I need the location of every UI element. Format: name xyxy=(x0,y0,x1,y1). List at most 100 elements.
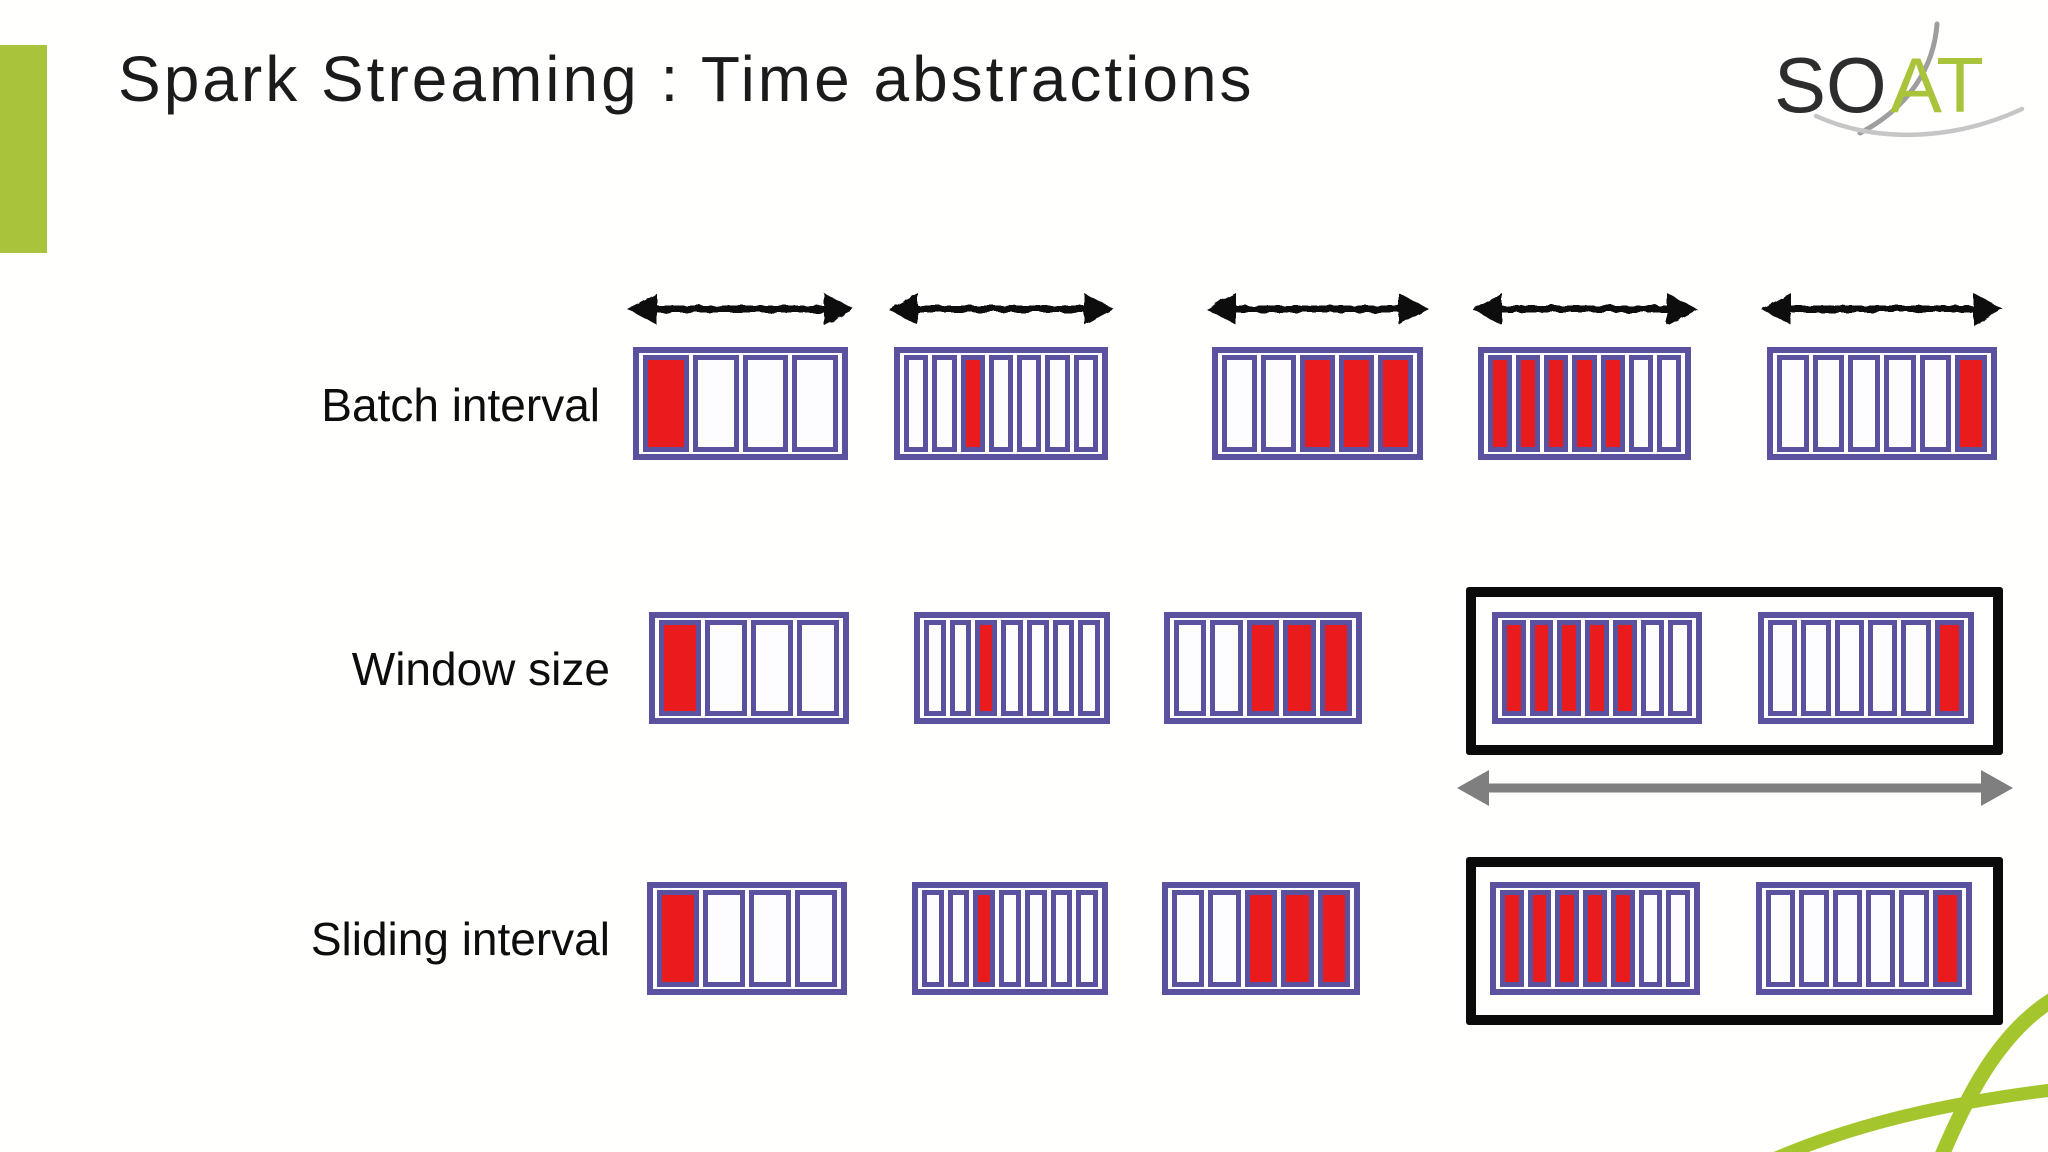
logo-text-at: AT xyxy=(1890,41,1984,129)
batch-cell-filled xyxy=(657,890,699,987)
batch-cell-filled xyxy=(975,620,998,716)
batch-group-row0-g1 xyxy=(633,347,848,460)
batch-cell-empty xyxy=(1261,355,1296,452)
batch-group-row2-g4 xyxy=(1490,882,1700,995)
batch-cell-filled xyxy=(643,355,689,452)
batch-interval-span-arrow xyxy=(888,293,1114,325)
batch-cell-filled xyxy=(1932,890,1962,987)
batch-cell-empty xyxy=(703,890,745,987)
batch-cell-filled xyxy=(1955,355,1988,452)
batch-cell-filled xyxy=(1319,620,1353,716)
batch-cell-filled xyxy=(1246,620,1280,716)
logo-curve-slash xyxy=(1857,21,1940,136)
batch-cell-empty xyxy=(1656,355,1681,452)
batch-cell-empty xyxy=(1834,620,1864,716)
batch-cell-empty xyxy=(742,355,789,452)
batch-cell-empty xyxy=(1884,355,1916,452)
batch-cell-empty xyxy=(1001,620,1023,716)
batch-cell-filled xyxy=(1488,355,1513,452)
batch-cell-empty xyxy=(1052,620,1075,716)
batch-cell-filled xyxy=(1585,620,1609,716)
batch-interval-span-arrow xyxy=(1761,293,2003,325)
batch-cell-filled xyxy=(1500,890,1524,987)
batch-cell-empty xyxy=(1848,355,1881,452)
batch-cell-empty xyxy=(1777,355,1809,452)
batch-cell-filled xyxy=(960,355,985,452)
corner-swoosh-shallow-curve xyxy=(1773,1083,2048,1152)
batch-cell-empty xyxy=(795,890,837,987)
batch-cell-empty xyxy=(988,355,1014,452)
batch-cell-empty xyxy=(1073,355,1098,452)
batch-cell-empty xyxy=(1174,620,1207,716)
batch-group-row1-g1 xyxy=(649,612,849,724)
batch-cell-filled xyxy=(973,890,996,987)
window-span-arrow-gray xyxy=(1457,770,2013,806)
batch-cell-filled xyxy=(1502,620,1526,716)
batch-cell-empty xyxy=(1078,620,1101,716)
batch-group-row0-g4 xyxy=(1478,347,1691,460)
logo-text-so: SO xyxy=(1774,41,1887,129)
batch-cell-filled xyxy=(1600,355,1625,452)
soat-logo-graphic: SO AT xyxy=(1774,21,2025,138)
batch-cell-empty xyxy=(1901,620,1931,716)
soat-logo: SO AT xyxy=(1750,10,2048,160)
batch-cell-filled xyxy=(1516,355,1541,452)
batch-cell-empty xyxy=(1919,355,1952,452)
batch-cell-empty xyxy=(1222,355,1257,452)
batch-group-row1-g4 xyxy=(1492,612,1702,724)
row-label-window-size: Window size xyxy=(351,643,610,695)
batch-cell-empty xyxy=(749,890,791,987)
batch-cell-empty xyxy=(1050,890,1073,987)
batch-cell-empty xyxy=(751,620,793,716)
batch-cell-empty xyxy=(1865,890,1896,987)
batch-cell-empty xyxy=(924,620,946,716)
batch-group-row1-g5 xyxy=(1758,612,1974,724)
batch-cell-filled xyxy=(1934,620,1964,716)
corner-swoosh xyxy=(1773,993,2048,1152)
batch-group-row2-g5 xyxy=(1756,882,1972,995)
batch-cell-filled xyxy=(1300,355,1335,452)
batch-cell-empty xyxy=(1210,620,1243,716)
row-label-batch-interval: Batch interval xyxy=(321,379,600,431)
batch-cell-filled xyxy=(1529,620,1554,716)
batch-cell-filled xyxy=(1610,890,1635,987)
batch-group-row1-g3 xyxy=(1164,612,1362,724)
batch-cell-empty xyxy=(1628,355,1653,452)
batch-cell-empty xyxy=(1801,620,1831,716)
batch-interval-span-arrow xyxy=(1206,293,1429,325)
batch-cell-empty xyxy=(1172,890,1205,987)
batch-cell-filled xyxy=(1612,620,1637,716)
batch-group-row0-g3 xyxy=(1212,347,1423,460)
batch-cell-empty xyxy=(1208,890,1241,987)
batch-group-row2-g2 xyxy=(912,882,1108,995)
batch-cell-empty xyxy=(1799,890,1829,987)
batch-cell-empty xyxy=(792,355,838,452)
batch-cell-empty xyxy=(947,890,970,987)
batch-cell-filled xyxy=(1555,890,1580,987)
batch-cell-empty xyxy=(692,355,739,452)
batch-cell-empty xyxy=(932,355,957,452)
batch-cell-filled xyxy=(1572,355,1597,452)
batch-cell-empty xyxy=(1832,890,1862,987)
batch-cell-empty xyxy=(1867,620,1898,716)
batch-cell-filled xyxy=(1557,620,1582,716)
batch-cell-empty xyxy=(922,890,944,987)
window-outline-rect-row1 xyxy=(1466,587,2003,755)
logo-curve-underline xyxy=(1813,106,2025,138)
batch-group-row2-g1 xyxy=(647,882,847,995)
batch-cell-filled xyxy=(1317,890,1351,987)
batch-cell-empty xyxy=(1668,620,1693,716)
batch-cell-filled xyxy=(1339,355,1374,452)
batch-cell-filled xyxy=(659,620,701,716)
batch-cell-empty xyxy=(949,620,972,716)
batch-cell-filled xyxy=(1281,890,1314,987)
window-outline-rect-row2 xyxy=(1466,857,2003,1025)
batch-group-row0-g5 xyxy=(1767,347,1997,460)
batch-cell-empty xyxy=(1812,355,1845,452)
batch-group-row1-g2 xyxy=(914,612,1110,724)
batch-cell-filled xyxy=(1544,355,1569,452)
batch-cell-empty xyxy=(1017,355,1042,452)
batch-cell-empty xyxy=(999,890,1021,987)
batch-cell-empty xyxy=(904,355,929,452)
